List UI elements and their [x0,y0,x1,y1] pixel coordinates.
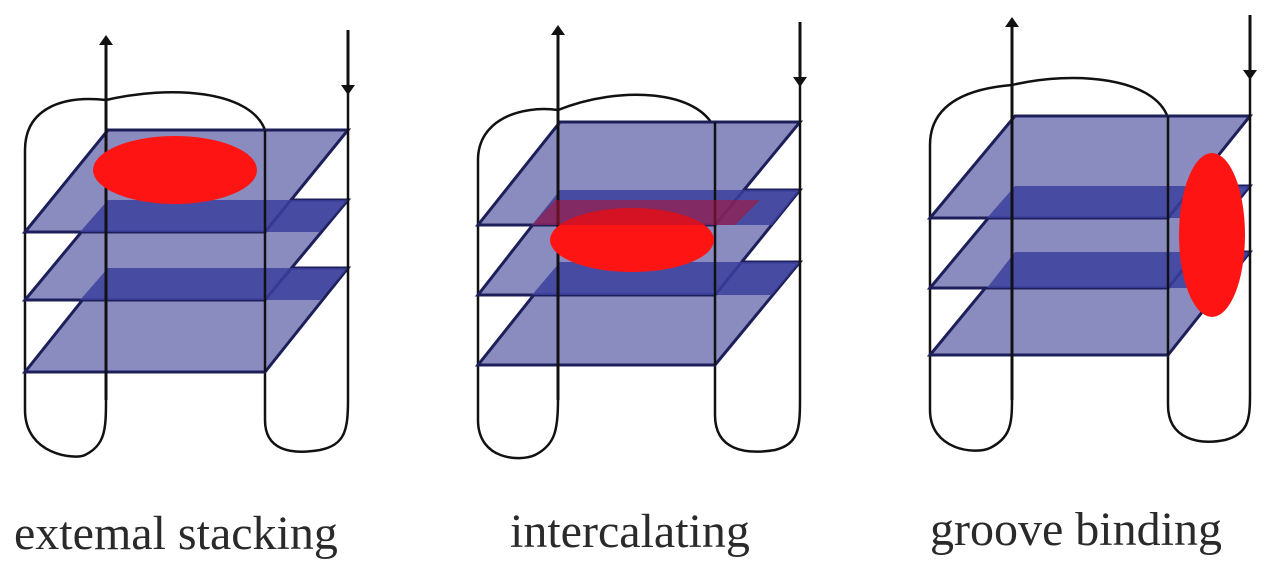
strand-loop-right [105,91,350,453]
strand-loop-right [557,93,802,453]
panel-groove-binding [926,15,1257,452]
plate-2-inner-shadow [80,268,348,300]
panel-intercalating [474,22,807,460]
caption-groove-binding: groove binding [930,503,1222,556]
plate-1-inner-shadow [80,200,348,232]
strand-loop-left [23,97,108,458]
strand-loop-left [476,107,560,460]
strand-loop-right [1011,76,1252,443]
plate-2-front-edge-over-ligand [532,200,760,225]
caption-intercalating: intercalating [510,505,750,558]
ligand-ellipse [93,136,257,204]
strand-loop-left [928,83,1014,452]
panel-external-stacking [21,30,355,458]
caption-external-stacking: extemal stacking [14,507,338,560]
ligand-ellipse [1179,153,1245,317]
plate-2-inner-shadow [532,262,800,295]
